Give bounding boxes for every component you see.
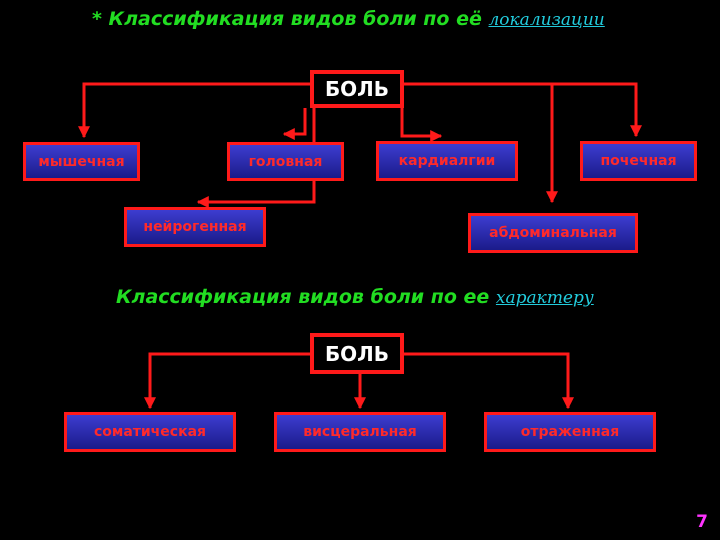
node-kardialgii: кардиалгии xyxy=(376,141,518,181)
title-localization: * Классификация видов боли по её локализ… xyxy=(92,8,605,30)
node-pochechnaya: почечная xyxy=(580,141,697,181)
arrow-to-golovnaya xyxy=(282,108,307,140)
arrow-to-neyrogennaya xyxy=(196,108,316,208)
link-character[interactable]: характеру xyxy=(495,288,594,308)
title-character: Классификация видов боли по ее характеру xyxy=(116,286,594,308)
page-number: 7 xyxy=(696,512,708,532)
arrow-to-somaticheskaya xyxy=(144,352,310,410)
arrow-to-pochechnaya xyxy=(404,82,642,138)
node-neyrogennaya: нейрогенная xyxy=(124,207,266,247)
arrow-to-otrazhennaya xyxy=(404,352,574,410)
node-visceralnaya: висцеральная xyxy=(274,412,446,452)
arrow-to-myshechnaya xyxy=(78,82,310,139)
node-golovnaya: головная xyxy=(227,142,344,181)
node-otrazhennaya: отраженная xyxy=(484,412,656,452)
root-pain-1: БОЛЬ xyxy=(310,70,404,108)
node-somaticheskaya: соматическая xyxy=(64,412,236,452)
link-localization[interactable]: локализации xyxy=(488,10,605,30)
root-pain-2: БОЛЬ xyxy=(310,333,404,374)
node-abdominalnaya: абдоминальная xyxy=(468,213,638,253)
node-myshechnaya: мышечная xyxy=(23,142,140,181)
arrow-to-kardialgii xyxy=(400,108,443,142)
